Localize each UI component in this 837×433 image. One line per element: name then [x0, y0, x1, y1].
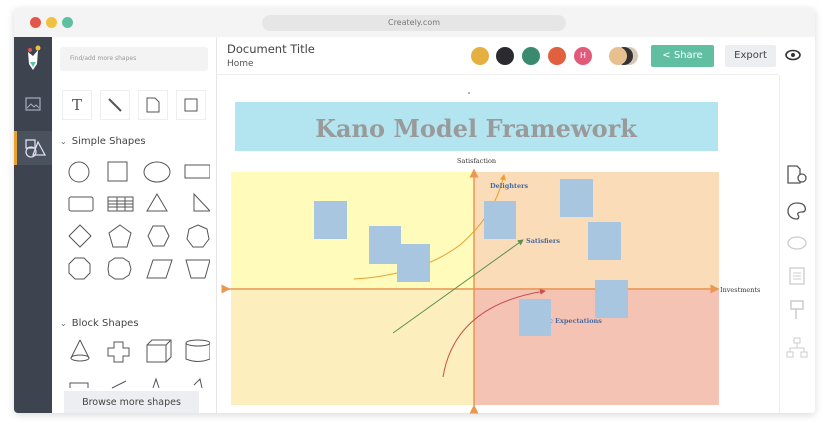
avatar[interactable]	[548, 47, 566, 65]
eye-icon[interactable]	[785, 49, 801, 61]
format-painter-icon[interactable]	[788, 299, 806, 321]
document-header: Document Title Home H < Share Export	[217, 37, 779, 75]
close-window-button[interactable]	[30, 17, 41, 28]
cross-shape	[107, 341, 130, 363]
right-rail	[779, 75, 815, 413]
more-block-shapes	[69, 377, 203, 389]
notes-icon[interactable]	[788, 267, 806, 285]
app-window: Creately.com Find/add more shapes T ⌄ Si…	[14, 8, 815, 413]
share-button[interactable]: < Share	[651, 45, 714, 67]
document-shape-tool[interactable]	[138, 90, 168, 120]
maximize-window-button[interactable]	[62, 17, 73, 28]
diamond-shape	[68, 224, 92, 248]
shapes-icon[interactable]	[14, 131, 52, 165]
rounded-rectangle-shape	[68, 196, 94, 212]
cylinder-shape	[185, 339, 210, 362]
export-button[interactable]: Export	[725, 45, 776, 67]
right-triangle-shape	[193, 192, 210, 212]
title-bar: Creately.com	[14, 8, 815, 37]
avatar-stack[interactable]	[609, 47, 627, 65]
browse-more-shapes-button[interactable]: Browse more shapes	[64, 391, 199, 413]
pentagon-shape	[108, 224, 132, 248]
shape-search-input[interactable]: Find/add more shapes	[60, 47, 208, 71]
document-title[interactable]: Document Title	[227, 42, 315, 56]
block-shapes-section[interactable]: ⌄ Block Shapes	[60, 318, 139, 329]
octagon-shape	[68, 257, 91, 280]
triangle-shape	[146, 193, 168, 212]
minimize-window-button[interactable]	[46, 17, 57, 28]
table-shape	[107, 196, 134, 212]
comment-icon[interactable]	[786, 235, 808, 253]
line-tool[interactable]	[100, 90, 130, 120]
share-icon: <	[662, 50, 674, 61]
left-rail	[14, 37, 52, 413]
rectangle-tool[interactable]	[176, 90, 206, 120]
page-settings-icon[interactable]	[786, 165, 810, 185]
cone-shape	[70, 339, 90, 362]
url-bar[interactable]: Creately.com	[262, 15, 566, 31]
trapezoid-shape	[185, 259, 210, 279]
heptagon-shape	[186, 224, 210, 248]
cube-shape	[146, 339, 172, 363]
shapes-panel: Find/add more shapes T ⌄ Simple Shapes ⌄…	[52, 37, 217, 413]
image-icon[interactable]	[14, 87, 52, 121]
chevron-down-icon: ⌄	[60, 319, 72, 328]
avatar[interactable]: H	[574, 47, 592, 65]
circle-shape	[68, 161, 90, 183]
simple-shapes-section[interactable]: ⌄ Simple Shapes	[60, 136, 146, 147]
rectangle-shape	[184, 164, 210, 179]
creately-logo-icon[interactable]	[14, 41, 52, 75]
parallelogram-shape	[146, 259, 173, 279]
avatar[interactable]	[496, 47, 514, 65]
palette-icon[interactable]	[786, 201, 808, 221]
text-tool[interactable]: T	[62, 90, 92, 120]
chevron-down-icon: ⌄	[60, 137, 72, 146]
block-shapes-grid[interactable]	[60, 339, 210, 389]
avatar[interactable]	[522, 47, 540, 65]
square-shape	[107, 161, 128, 182]
breadcrumb[interactable]: Home	[227, 59, 254, 69]
ellipse-shape	[143, 161, 171, 183]
decagon-shape	[107, 257, 132, 280]
hexagon-shape	[147, 225, 170, 247]
org-chart-icon[interactable]	[786, 337, 808, 359]
simple-shapes-grid[interactable]	[60, 161, 210, 291]
avatar[interactable]	[471, 47, 489, 65]
